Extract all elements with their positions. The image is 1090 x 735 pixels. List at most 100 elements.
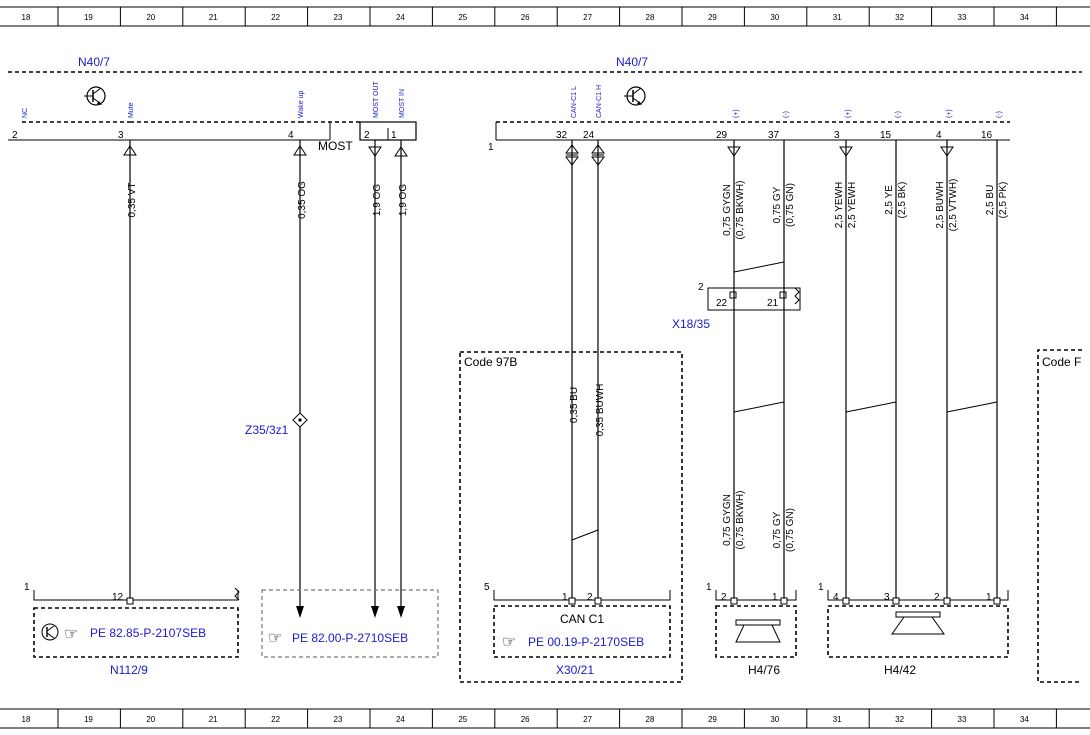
x18-connector — [707, 287, 801, 311]
z35-label: Z35/3z1 — [245, 423, 289, 437]
top-grid-column-number: 31 — [833, 13, 842, 22]
wire-label: 1,9 OG — [398, 184, 409, 216]
most-label: MOST — [318, 139, 353, 153]
bottom-grid-column-number: 24 — [396, 715, 405, 724]
top-grid-column-number: 28 — [646, 13, 655, 22]
pin-number: 2 — [364, 130, 370, 141]
twist-marker — [571, 529, 599, 541]
pin-number: 12 — [112, 592, 124, 603]
top-grid-column-number: 22 — [271, 13, 280, 22]
code-right-label: Code F — [1042, 355, 1081, 369]
h476-component — [715, 590, 797, 658]
h476-label: H4/76 — [748, 663, 780, 677]
arrow-down-icon — [371, 606, 379, 618]
pin-number: 21 — [767, 298, 779, 309]
top-grid-column-number: 33 — [958, 13, 967, 22]
wire-label: 2,5 YEWH — [834, 182, 845, 229]
pin-label-most-in: MOST IN — [399, 89, 406, 118]
bottom-grid-column-number: 29 — [708, 715, 717, 724]
arrow-up-icon — [123, 145, 137, 156]
wire-label: (2,5 VTWH) — [948, 179, 959, 232]
top-grid-column-number: 27 — [583, 13, 592, 22]
top-grid-column-number: 25 — [458, 13, 467, 22]
n112-component — [33, 587, 240, 658]
wire-label: 0,75 GYGN — [722, 184, 733, 236]
pin-label-wake: Wake up — [298, 91, 305, 118]
pin-number: 1 — [488, 142, 494, 153]
top-grid-column-number: 30 — [770, 13, 779, 22]
wire-label: 2,5 BU — [985, 185, 996, 216]
wire-label: 0,75 GYGN — [722, 494, 733, 546]
bottom-grid-column-number: 22 — [271, 715, 280, 724]
pin-number: 2 — [12, 130, 18, 141]
pin-number: 2 — [698, 282, 704, 293]
pin-label-minus: (-) — [783, 111, 790, 118]
splice-icon — [292, 412, 308, 428]
pin-number: 2 — [721, 592, 727, 603]
twist-marker — [733, 401, 785, 413]
top-grid-column-number: 29 — [708, 13, 717, 22]
arrow-down-icon — [368, 146, 382, 157]
pin-number: 1 — [24, 582, 30, 593]
pin-label-plus: (+) — [946, 109, 953, 118]
pin-number: 1 — [706, 582, 712, 593]
n112-label: N112/9 — [110, 663, 148, 677]
top-grid-column-number: 21 — [209, 13, 218, 22]
wire-label: 2,5 YE — [884, 185, 895, 215]
code97b-label: Code 97B — [464, 355, 517, 369]
mid-reference-link[interactable]: PE 82.00-P-2710SEB — [292, 631, 408, 645]
top-grid-column-number: 24 — [396, 13, 405, 22]
wire-label: (0,75 GN) — [785, 183, 796, 227]
pin-number: 32 — [556, 130, 568, 141]
x30-component — [493, 590, 671, 658]
wire-label: 2,5 YEWH — [847, 182, 858, 229]
x30-label: X30/21 — [556, 663, 594, 677]
bottom-grid-column-number: 31 — [833, 715, 842, 724]
transistor-icon — [624, 86, 646, 106]
top-grid-column-number: 20 — [146, 13, 155, 22]
arrow-down-icon — [839, 146, 853, 157]
pin-label-most-out: MOST OUT — [373, 80, 380, 118]
pin-label-can-l: CAN-C1 L — [571, 86, 578, 118]
arrow-down-icon — [727, 146, 741, 157]
arrow-down-icon — [397, 606, 405, 618]
x30-reference-link[interactable]: PE 00.19-P-2170SEB — [528, 635, 644, 649]
bottom-grid-column-number: 21 — [209, 715, 218, 724]
pin-number: 1 — [986, 592, 992, 603]
hand-pointer-icon[interactable]: ☞ — [502, 634, 516, 651]
bottom-grid-column-number: 32 — [895, 715, 904, 724]
bottom-grid-column-number: 33 — [958, 715, 967, 724]
bottom-grid-column-number: 30 — [770, 715, 779, 724]
can-c1-label: CAN C1 — [560, 612, 604, 626]
pin-label-plus: (+) — [733, 109, 740, 118]
mid-reference-box — [261, 589, 439, 658]
n112-reference-link[interactable]: PE 82.85-P-2107SEB — [90, 626, 206, 640]
bottom-grid-column-number: 18 — [22, 715, 31, 724]
top-grid-column-number: 23 — [334, 13, 343, 22]
pin-number: 22 — [716, 298, 728, 309]
bidirectional-arrow-icon — [565, 144, 579, 166]
pin-number: 3 — [118, 130, 124, 141]
bottom-grid-column-number: 20 — [146, 715, 155, 724]
wire-label: 0,35 OG — [297, 181, 308, 219]
hand-pointer-icon[interactable]: ☞ — [64, 626, 78, 643]
pin-label-nc: NC — [22, 108, 29, 118]
bidirectional-arrow-icon — [591, 144, 605, 166]
pin-number: 2 — [934, 592, 940, 603]
hand-pointer-icon[interactable]: ☞ — [268, 630, 282, 647]
pin-label-minus: (-) — [895, 111, 902, 118]
bottom-grid-column-number: 25 — [458, 715, 467, 724]
wire-label: (0,75 BKWH) — [735, 181, 746, 240]
wire-label: (2,5 BK) — [897, 182, 908, 219]
speaker-icon — [735, 619, 781, 643]
bottom-grid-column-number: 19 — [84, 715, 93, 724]
pin-number: 29 — [716, 130, 728, 141]
bottom-grid-column-number: 28 — [646, 715, 655, 724]
pin-number: 1 — [391, 130, 397, 141]
pin-number: 3 — [834, 130, 840, 141]
arrow-down-icon — [296, 606, 304, 618]
twist-marker — [845, 401, 897, 413]
pin-number: 4 — [288, 130, 294, 141]
